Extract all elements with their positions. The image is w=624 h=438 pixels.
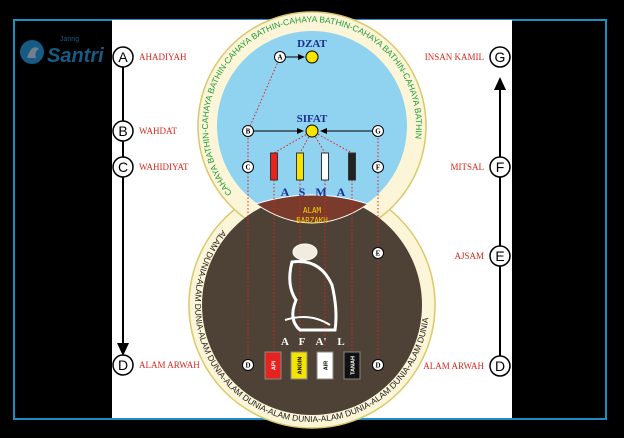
node-letter: D: [245, 362, 250, 370]
node-letter: F: [376, 164, 380, 172]
arrow-up-icon: [494, 77, 506, 90]
left-axis-label: WAHDAT: [139, 126, 177, 136]
node-letter: B: [246, 128, 251, 136]
left-axis-node: C: [112, 156, 134, 178]
asma-bar: [348, 152, 356, 181]
node-d: D: [242, 359, 254, 371]
node-f: F: [372, 161, 384, 173]
left-axis-node: B: [112, 120, 134, 142]
sifat-dot: [305, 124, 319, 138]
right-axis-node: E: [489, 245, 511, 267]
node-letter: C: [118, 159, 128, 175]
logo: Santri Jaring: [20, 36, 104, 67]
asma-letter: S: [299, 185, 306, 199]
node-e: E: [372, 247, 384, 259]
element-label: ANGIN: [298, 357, 304, 375]
left-axis-label: ALAM ARWAH: [139, 360, 200, 370]
dzat-dot: [305, 50, 319, 64]
right-axis-node: D: [489, 355, 511, 377]
afal-letters: A F A' L: [281, 336, 345, 348]
node-b: B: [242, 125, 254, 137]
afal-letter: F: [299, 336, 306, 348]
right-axis-node: G: [489, 46, 511, 68]
left-axis-node: A: [112, 46, 134, 68]
arrow-down-icon: [117, 343, 129, 356]
logo-small-text: Jaring: [60, 36, 79, 43]
left-axis-label: WAHIDIYAT: [139, 162, 189, 172]
asma-letter: A: [337, 185, 346, 199]
element-label: TANAH: [351, 356, 357, 375]
node-letter: D: [118, 357, 128, 373]
right-axis-label: MITSAL: [451, 162, 485, 172]
asma-bar: [270, 152, 278, 181]
right-axis-label: AJSAM: [454, 251, 484, 261]
node-letter: C: [245, 164, 250, 172]
node-letter: G: [495, 49, 506, 65]
asma-bars: [270, 152, 356, 181]
node-letter: A: [118, 49, 128, 65]
node-letter: D: [495, 358, 505, 374]
element-box: [343, 351, 361, 380]
node-letter: D: [375, 362, 380, 370]
asma-letter: A: [281, 185, 290, 199]
left-axis-node: D: [112, 354, 134, 376]
afal-letter: L: [337, 336, 344, 348]
asma-letter: M: [315, 185, 326, 199]
asma-bar: [321, 152, 329, 181]
alam-barzakh-lens: [254, 194, 370, 224]
node-d: D: [372, 359, 384, 371]
barzakh-label-1: ALAM: [303, 206, 322, 215]
element-label: AIR: [324, 361, 330, 371]
node-c: C: [242, 161, 254, 173]
afal-letter: A': [316, 336, 327, 348]
node-letter: A: [277, 54, 282, 62]
element-label: API: [272, 360, 278, 370]
asma-bar: [296, 152, 304, 181]
calligraphy-figure-icon: [284, 243, 338, 332]
element-box: [316, 351, 334, 380]
node-g: G: [372, 125, 384, 137]
node-letter: E: [495, 248, 504, 264]
node-letter: E: [376, 250, 381, 258]
node-letter: F: [496, 159, 505, 175]
sifat-label: SIFAT: [297, 113, 328, 125]
element-boxes: API ANGIN AIR TANAH: [264, 351, 361, 380]
barzakh-label-2: BARZAKH: [296, 216, 328, 225]
logo-text: Santri: [47, 45, 104, 67]
right-axis-label: ALAM ARWAH: [423, 361, 484, 371]
right-axis-node: F: [489, 156, 511, 178]
afal-letter: A: [281, 336, 289, 348]
left-axis-label: AHADIYAH: [139, 52, 187, 62]
dzat-label: DZAT: [297, 38, 327, 50]
asma-letters: A S M A: [281, 185, 346, 199]
element-box: [290, 351, 308, 380]
alam-dunia-area: [202, 195, 422, 415]
right-axis-label: INSAN KAMIL: [425, 52, 484, 62]
node-a: A: [274, 51, 286, 63]
node-letter: B: [118, 123, 127, 139]
element-box: [264, 351, 282, 380]
node-letter: G: [375, 128, 381, 136]
